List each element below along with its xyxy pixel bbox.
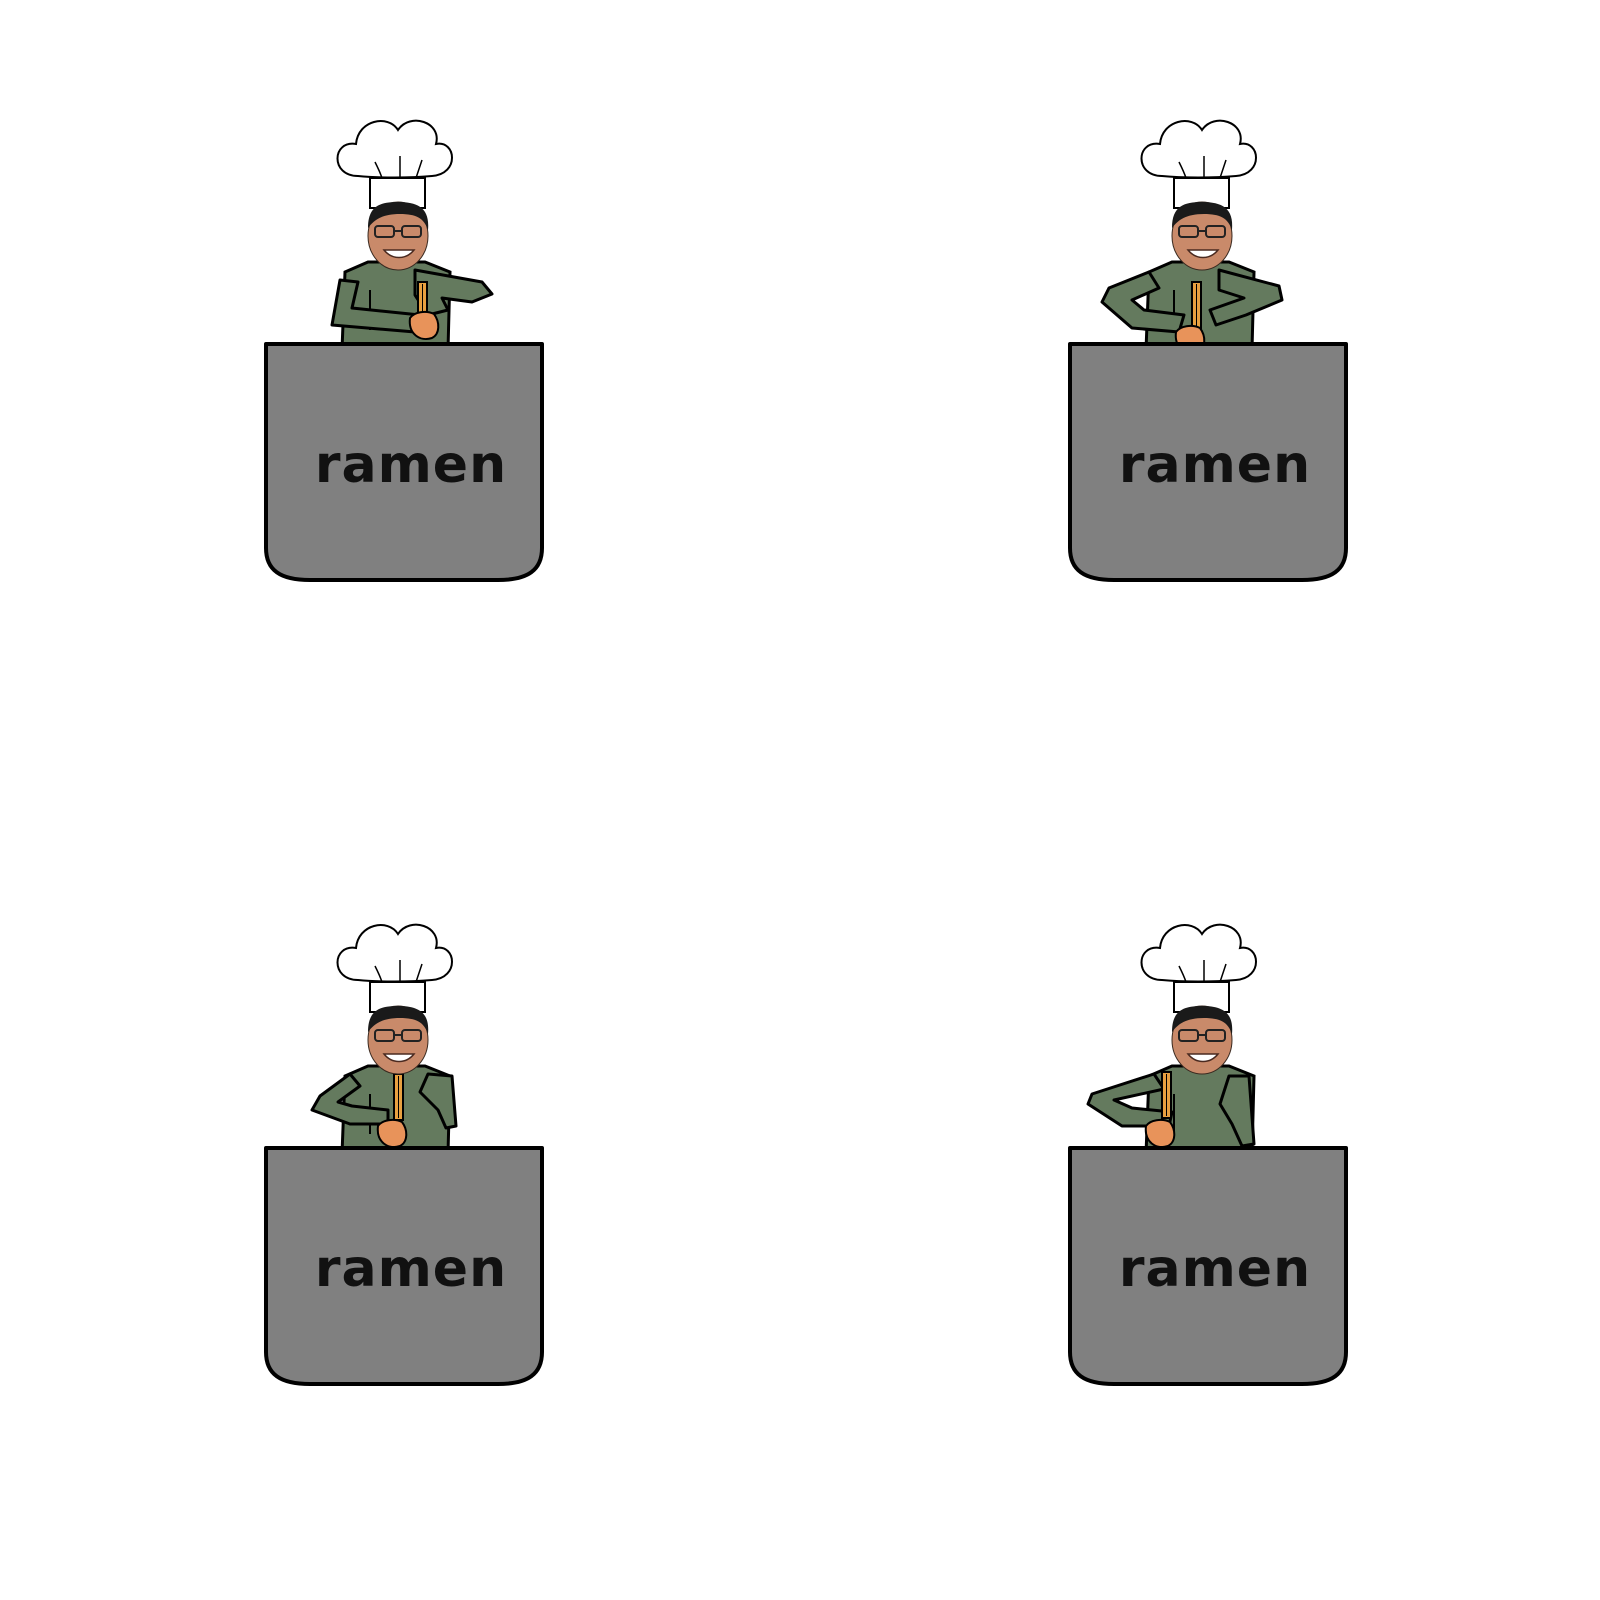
animation-frame-3: ramen <box>210 914 630 1434</box>
chef-right-arm <box>1208 268 1284 327</box>
cooking-pot-icon <box>264 342 544 582</box>
chef-hand <box>1144 1118 1176 1148</box>
chef-hat-icon <box>336 119 453 209</box>
chef-face <box>1171 201 1233 271</box>
chef-hand <box>408 310 440 340</box>
chef-face <box>367 1005 429 1075</box>
pot-label: ramen <box>314 435 508 495</box>
pot-label: ramen <box>1118 435 1312 495</box>
chopsticks-icon <box>1191 281 1202 329</box>
cooking-pot-icon <box>1068 342 1348 582</box>
chef-icon <box>1068 119 1348 582</box>
chef-icon <box>1068 923 1348 1386</box>
chopsticks-icon <box>393 1073 404 1121</box>
chef-hat-icon <box>1140 119 1257 209</box>
pot-label: ramen <box>314 1239 508 1299</box>
chef-face <box>367 201 429 271</box>
chopsticks-icon <box>1161 1071 1172 1119</box>
animation-frame-1: ramen <box>210 110 630 630</box>
chef-hat-icon <box>1140 923 1257 1013</box>
chef-hat-icon <box>336 923 453 1013</box>
cooking-pot-icon <box>264 1146 544 1386</box>
animation-frame-2: ramen <box>1014 110 1434 630</box>
chef-right-arm <box>418 1072 458 1130</box>
chef-hand <box>376 1118 408 1148</box>
animation-frame-4: ramen <box>1014 914 1434 1434</box>
chef-icon <box>264 923 544 1386</box>
chef-left-arm <box>310 1072 390 1126</box>
chef-face <box>1171 1005 1233 1075</box>
chef-left-arm <box>1100 270 1186 334</box>
chef-icon <box>264 119 544 582</box>
pot-label: ramen <box>1118 1239 1312 1299</box>
cooking-pot-icon <box>1068 1146 1348 1386</box>
